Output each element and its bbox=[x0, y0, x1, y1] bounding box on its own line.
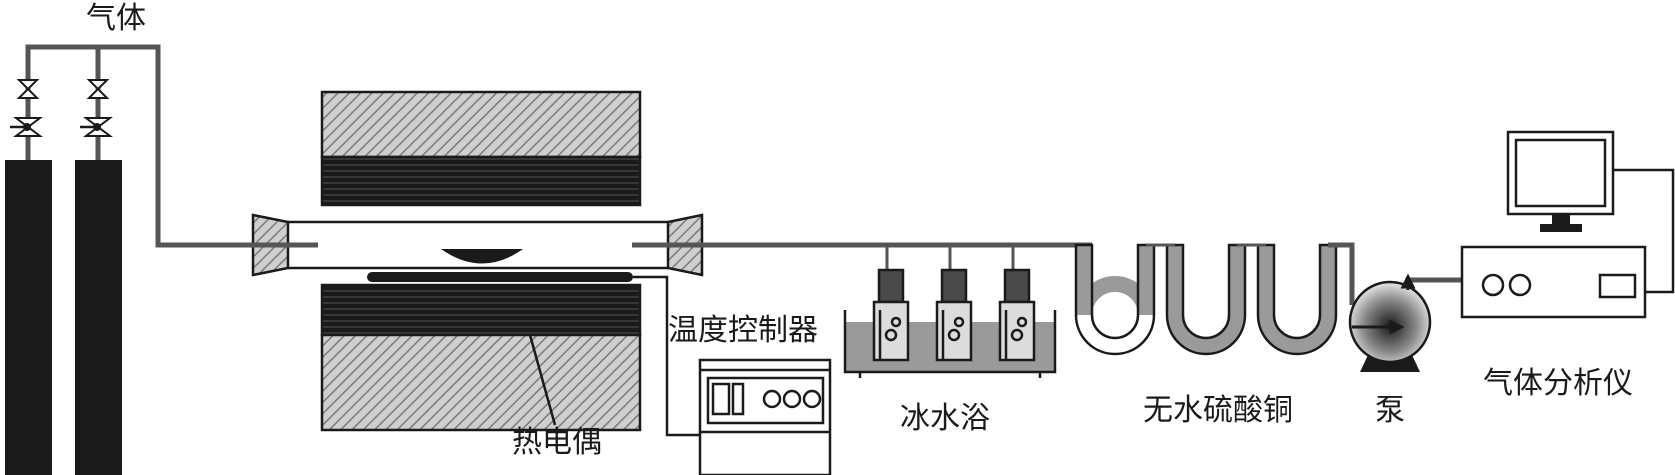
gas-cylinder-1 bbox=[5, 160, 52, 475]
tube-furnace bbox=[240, 90, 725, 432]
computer-monitor bbox=[1506, 130, 1615, 232]
ice-water-bath bbox=[843, 245, 1057, 378]
controller-knob-3 bbox=[802, 389, 822, 409]
thermocouple-leader-line bbox=[528, 334, 557, 426]
u-tube-3 bbox=[1256, 243, 1338, 356]
label-analyzer: 气体分析仪 bbox=[1483, 366, 1633, 401]
monitor-cable bbox=[1613, 168, 1675, 294]
furnace-insulation-bottom bbox=[320, 333, 642, 432]
monitor-screen bbox=[1514, 138, 1607, 208]
pressure-valve-1 bbox=[10, 117, 43, 137]
u-tube-2 bbox=[1165, 243, 1247, 356]
needle-valve-1 bbox=[16, 79, 40, 99]
gas-main-pipe bbox=[25, 44, 240, 248]
impinger-bottle-2 bbox=[935, 245, 973, 362]
furnace-heating-coil-top bbox=[320, 155, 642, 207]
needle-valve-2 bbox=[86, 79, 110, 99]
label-cuso4: 无水硫酸铜 bbox=[1143, 393, 1293, 428]
line-to-pump bbox=[1328, 242, 1355, 305]
sample-boat bbox=[441, 249, 523, 264]
pump bbox=[1348, 280, 1432, 372]
label-pump: 泵 bbox=[1375, 393, 1405, 428]
label-ice-bath: 冰水浴 bbox=[900, 401, 990, 436]
thermocouple-rod bbox=[367, 272, 633, 282]
analyzer-knob-2 bbox=[1508, 273, 1532, 297]
gas-cylinder-2 bbox=[75, 160, 122, 475]
label-gas: 气体 bbox=[86, 1, 146, 36]
cuso4-u-tubes bbox=[1074, 243, 1338, 356]
impinger-bottle-3 bbox=[998, 245, 1036, 362]
controller-knob-2 bbox=[782, 389, 802, 409]
pressure-valve-2 bbox=[80, 117, 113, 137]
temperature-controller bbox=[698, 358, 832, 475]
analyzer-knob-1 bbox=[1481, 273, 1505, 297]
controller-knob-1 bbox=[762, 389, 782, 409]
gas-supply bbox=[5, 44, 240, 475]
furnace-insulation-top bbox=[320, 90, 642, 159]
gas-analyzer bbox=[1460, 245, 1647, 319]
u-tube-1 bbox=[1074, 243, 1156, 356]
controller-signal-wire bbox=[633, 275, 700, 437]
analyzer-display bbox=[1598, 273, 1637, 299]
bath-container bbox=[843, 310, 1057, 374]
controller-display bbox=[711, 382, 731, 416]
furnace-heating-coil-bottom bbox=[320, 283, 642, 337]
line-to-analyzer bbox=[1405, 277, 1462, 287]
label-thermocouple: 热电偶 bbox=[512, 425, 602, 460]
impinger-bottle-1 bbox=[872, 245, 910, 362]
label-temp-controller: 温度控制器 bbox=[668, 313, 818, 348]
